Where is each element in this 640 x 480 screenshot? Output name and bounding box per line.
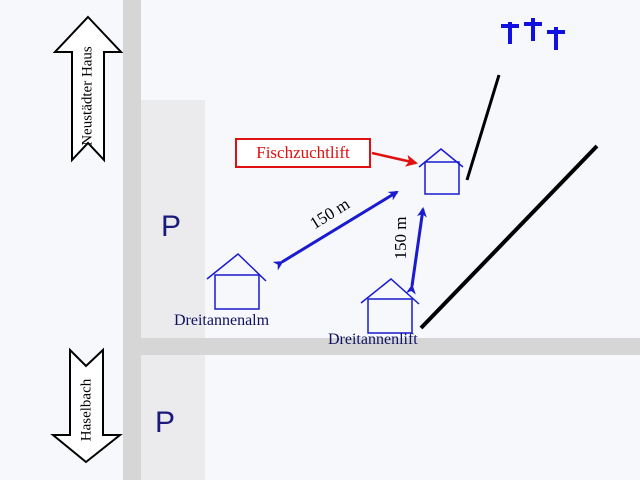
cross-icon — [501, 22, 519, 44]
distance-label-lift-fischzucht: 150 m — [391, 216, 410, 260]
parking-area-upper — [141, 100, 205, 338]
distance-arrow-alm-fischzucht — [272, 190, 399, 271]
house-icon-fischzuchtlift — [418, 148, 464, 195]
lift-line-dreitannen — [419, 144, 599, 330]
distance-arrow-lift-fischzucht — [405, 207, 427, 295]
lift-line-fischzucht — [465, 74, 501, 181]
dreitannenalm-label: Dreitannenalm — [174, 312, 270, 329]
highlight-pointer-arrow — [371, 151, 418, 167]
main-road-vertical — [123, 0, 141, 480]
crosses-group — [498, 12, 568, 56]
direction-label-north: Neustädter Haus — [79, 46, 96, 146]
side-road-horizontal — [123, 338, 640, 355]
parking-area-lower — [141, 355, 205, 480]
cross-icon — [524, 18, 542, 41]
house-icon-dreitannenlift — [360, 278, 420, 334]
parking-label-lower: P — [155, 406, 176, 439]
dreitannenlift-label: Dreitannenlift — [328, 331, 418, 348]
direction-arrow-south — [50, 347, 123, 464]
fischzuchtlift-label: Fischzuchtlift — [256, 143, 350, 162]
cross-icon — [547, 27, 565, 50]
parking-label-upper: P — [161, 210, 182, 243]
fischzuchtlift-label-box: Fischzuchtlift — [235, 138, 371, 168]
house-icon-dreitannenalm — [206, 253, 267, 310]
direction-label-south: Haselbach — [78, 378, 95, 442]
direction-arrow-north — [52, 15, 124, 163]
